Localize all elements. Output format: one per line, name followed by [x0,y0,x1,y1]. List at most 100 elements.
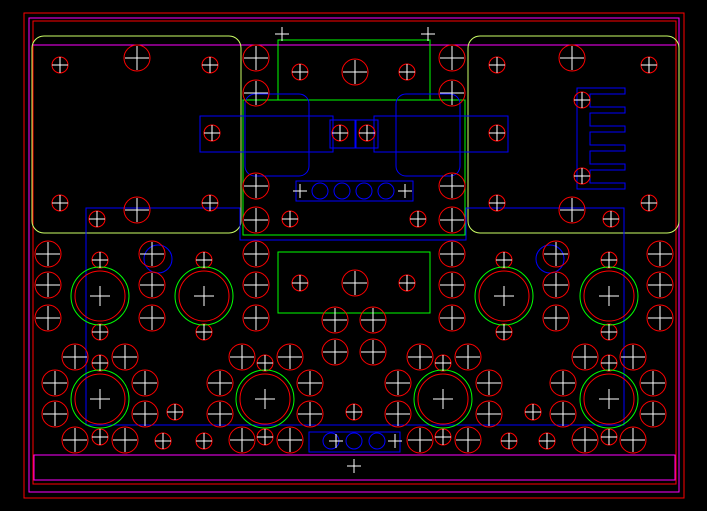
crosshair-mark [477,371,501,395]
mounting-hole [242,304,270,332]
crosshair-mark [477,402,501,426]
crosshair-mark [641,371,665,395]
crosshair-mark [433,389,453,409]
mounting-hole [558,196,586,224]
connector-pin [333,182,351,200]
crosshair-mark [52,195,68,211]
crosshair-mark [244,273,268,297]
connector-pin [368,432,386,450]
crosshair-mark [501,433,517,449]
bore-inner [583,270,635,322]
right-locator-ring [535,244,565,274]
crosshair-mark [601,324,617,340]
crosshair-mark [155,433,171,449]
crosshair-mark [551,402,575,426]
crosshair-mark [204,125,220,141]
crosshair-mark [293,184,307,198]
crosshair-mark [435,429,451,445]
crosshair-mark [496,324,512,340]
crosshair-mark [551,371,575,395]
crosshair-mark [125,46,149,70]
crosshair-mark [292,275,308,291]
mounting-hole [242,172,270,200]
mounting-hole [454,343,482,371]
bore-inner [74,373,126,425]
crosshair-mark [641,195,657,211]
crosshair-mark [489,125,505,141]
crosshair-mark [544,273,568,297]
mounting-hole [475,400,503,428]
crosshair-mark [196,324,212,340]
mounting-hole [123,44,151,72]
crosshair-mark [408,428,432,452]
mounting-hole [384,369,412,397]
mounting-hole [549,400,577,428]
mounting-hole [646,271,674,299]
center-column-outline [242,99,466,236]
crosshair-mark [641,57,657,73]
bore-inner [478,270,530,322]
crosshair-mark [361,340,385,364]
crosshair-mark [621,428,645,452]
crosshair-mark [92,252,108,268]
crosshair-mark [323,340,347,364]
crosshairs-layer [36,27,672,473]
mounting-hole [359,338,387,366]
crosshair-mark [244,242,268,266]
mounting-hole [41,369,69,397]
crosshair-mark [440,273,464,297]
crosshair-mark [399,275,415,291]
mounting-hole [276,343,304,371]
crosshair-mark [560,198,584,222]
crosshair-mark [323,308,347,332]
crosshair-mark [257,355,273,371]
mounting-hole [138,240,166,268]
frame-red-inner [32,20,677,485]
mounting-hole [34,304,62,332]
crosshair-mark [539,433,555,449]
mounting-hole [646,240,674,268]
mounting-hole [341,269,369,297]
outer-frame [23,12,685,499]
crosshair-mark [560,46,584,70]
bottom-connector-strip [308,431,401,453]
mounting-hole [406,426,434,454]
crosshair-mark [599,286,619,306]
top-connector-strip [295,180,414,202]
bore-inner [417,373,469,425]
crosshair-mark [257,429,273,445]
mounting-hole [438,271,466,299]
mounting-hole [438,79,466,107]
crosshair-mark [648,273,672,297]
crosshair-mark [278,345,302,369]
left-clamp-outline [31,35,242,234]
mounting-hole [206,369,234,397]
crosshair-mark [410,211,426,227]
crosshair-mark [574,92,590,108]
crosshair-mark [125,198,149,222]
mounting-hole [359,306,387,334]
crosshair-mark [298,402,322,426]
bottom-bar [33,454,676,481]
mounting-hole [438,240,466,268]
crosshair-mark [343,271,367,295]
crosshair-mark [408,345,432,369]
crosshair-mark [329,434,343,448]
mounting-hole [321,338,349,366]
crosshair-mark [167,404,183,420]
crosshair-mark [230,345,254,369]
mid-center-block [277,251,431,314]
crosshair-mark [133,402,157,426]
crosshair-mark [194,286,214,306]
crosshair-mark [648,242,672,266]
left-actuator-body [199,115,334,153]
mounting-hole [276,426,304,454]
crosshair-mark [398,184,412,198]
crosshair-mark [244,174,268,198]
crosshair-mark [489,195,505,211]
crosshair-mark [202,195,218,211]
frame-magenta-inner [28,17,680,493]
crosshair-mark [494,286,514,306]
crosshair-mark [140,306,164,330]
crosshair-mark [278,428,302,452]
